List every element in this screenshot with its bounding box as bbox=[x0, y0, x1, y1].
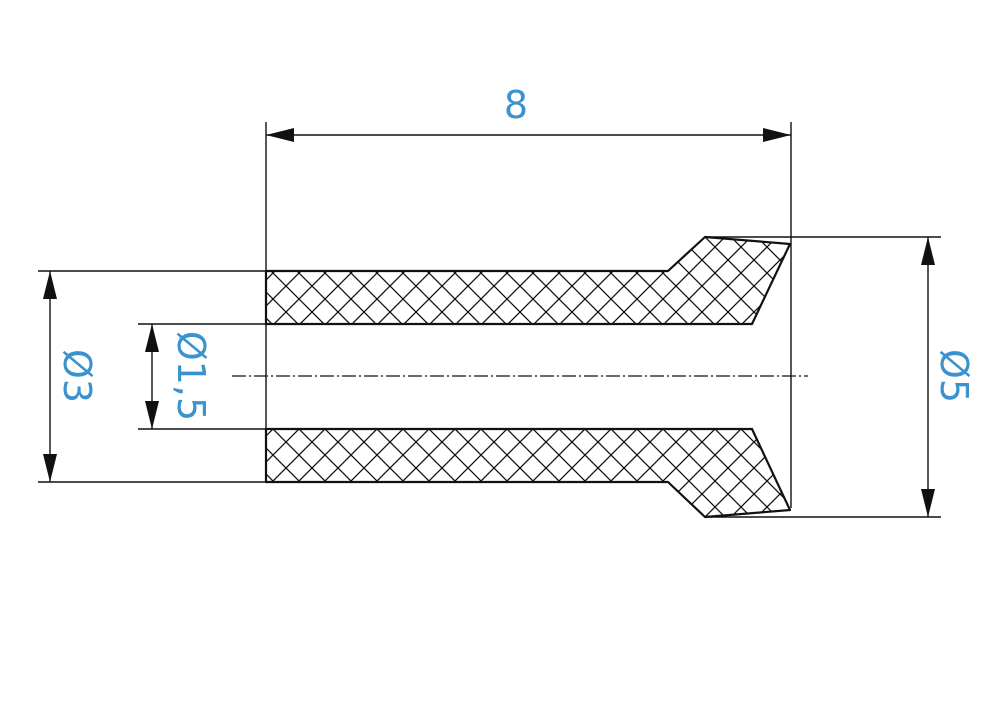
lower-wall-section bbox=[264, 427, 792, 519]
length-label: 8 bbox=[504, 83, 528, 127]
outer-diameter-right-label: Ø5 bbox=[932, 349, 976, 403]
inner-diameter-label: Ø1,5 bbox=[169, 331, 213, 421]
extension-lines bbox=[38, 122, 941, 518]
outer-diameter-left-label: Ø3 bbox=[55, 349, 99, 403]
upper-wall-section bbox=[264, 235, 792, 326]
sleeve-section bbox=[264, 235, 792, 519]
